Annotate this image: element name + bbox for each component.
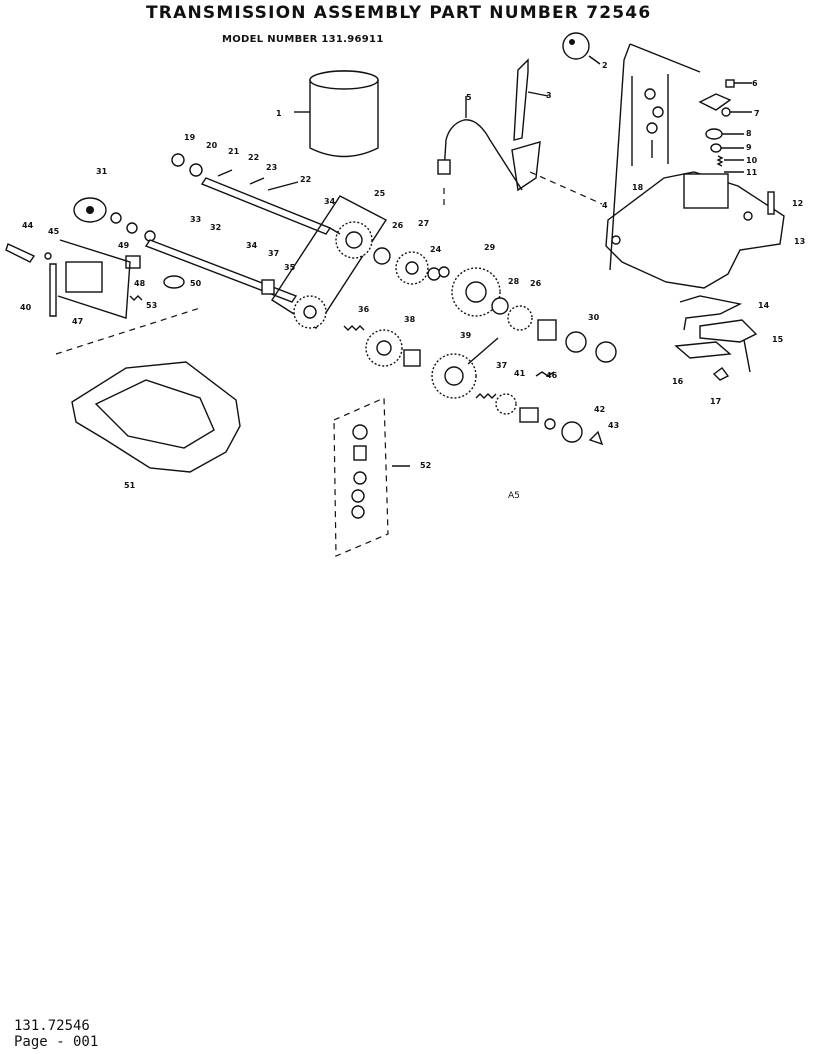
lower-shaft [144,239,298,303]
callout: 7 [754,109,760,118]
callout: 48 [134,279,146,288]
callout: 10 [746,156,758,165]
callout: 3 [546,91,552,100]
callout: 27 [418,219,429,228]
callout: 30 [588,313,600,322]
callout: 13 [794,237,805,246]
callout: 18 [632,183,644,192]
part-5-shift-rod [437,96,603,210]
part-13-case [605,43,785,289]
callout: 21 [228,147,240,156]
callout: 5 [466,93,472,102]
part-53-assembly [333,397,410,557]
parts-14-to-17 [674,295,758,381]
callout: 52 [420,461,431,470]
callout: 40 [20,303,32,312]
callout: 20 [206,141,218,150]
callout: 35 [284,263,296,272]
callout: 38 [404,315,416,324]
callout: 37 [496,361,507,370]
callout: 34 [246,241,258,250]
callout: 47 [72,317,83,326]
callout: 8 [746,129,752,138]
callout: 9 [746,143,752,152]
upper-shaft-parts [171,153,332,235]
callout: 41 [514,369,526,378]
callout: 34 [324,197,336,206]
footer-page-number: Page - 001 [14,1034,99,1050]
callout: 53 [146,301,157,310]
callout: 26 [392,221,404,230]
callout: 43 [608,421,619,430]
model-number: MODEL NUMBER 131.96911 [222,34,384,45]
callout: 2 [602,61,608,70]
callout: 16 [672,377,684,386]
part-18-bracket [631,74,669,166]
part-25-gear-cluster [271,195,388,329]
callout: 33 [190,215,201,224]
part-1-cylinder [294,70,379,158]
callout: 29 [484,243,496,252]
callout: 24 [430,245,442,254]
parts-6-to-11 [698,79,752,173]
callout: 15 [772,335,784,344]
callout: 32 [210,223,221,232]
callout: 39 [460,331,472,340]
part-52-base-pan [55,307,241,473]
callout-labels: 1 2 3 4 5 6 7 8 9 10 11 12 13 14 15 16 1… [20,61,805,490]
callout: 22 [300,175,311,184]
callout: 50 [190,279,202,288]
part-2-knob [562,32,601,65]
callout: 11 [746,168,758,177]
footer-part-number: 131.72546 [14,1018,90,1034]
callout: 28 [508,277,520,286]
callout: 26 [530,279,542,288]
callout: 12 [792,199,803,208]
callout: 25 [374,189,386,198]
callout: 22 [248,153,259,162]
callout: 49 [118,241,130,250]
callout: 19 [184,133,196,142]
callout: 51 [124,481,136,490]
callout: 31 [96,167,108,176]
callout: 42 [594,405,605,414]
callout: 17 [710,397,721,406]
callout: 6 [752,79,758,88]
callout: 45 [48,227,60,236]
part-31-disc [73,197,156,242]
callout: 4 [602,201,608,210]
callout: 46 [546,371,558,380]
callout: 23 [266,163,277,172]
part-3-shift-lever [511,58,549,192]
callout: 37 [268,249,279,258]
callout: 36 [358,305,370,314]
gear-train-lower [343,325,604,446]
stamp-label: A5 [508,491,520,501]
gear-train-upper [373,247,617,363]
callout: 44 [22,221,34,230]
page-title: TRANSMISSION ASSEMBLY PART NUMBER 72546 [146,3,652,23]
left-bracket-parts [5,239,185,319]
callout: 14 [758,301,770,310]
callout: 1 [276,109,282,118]
